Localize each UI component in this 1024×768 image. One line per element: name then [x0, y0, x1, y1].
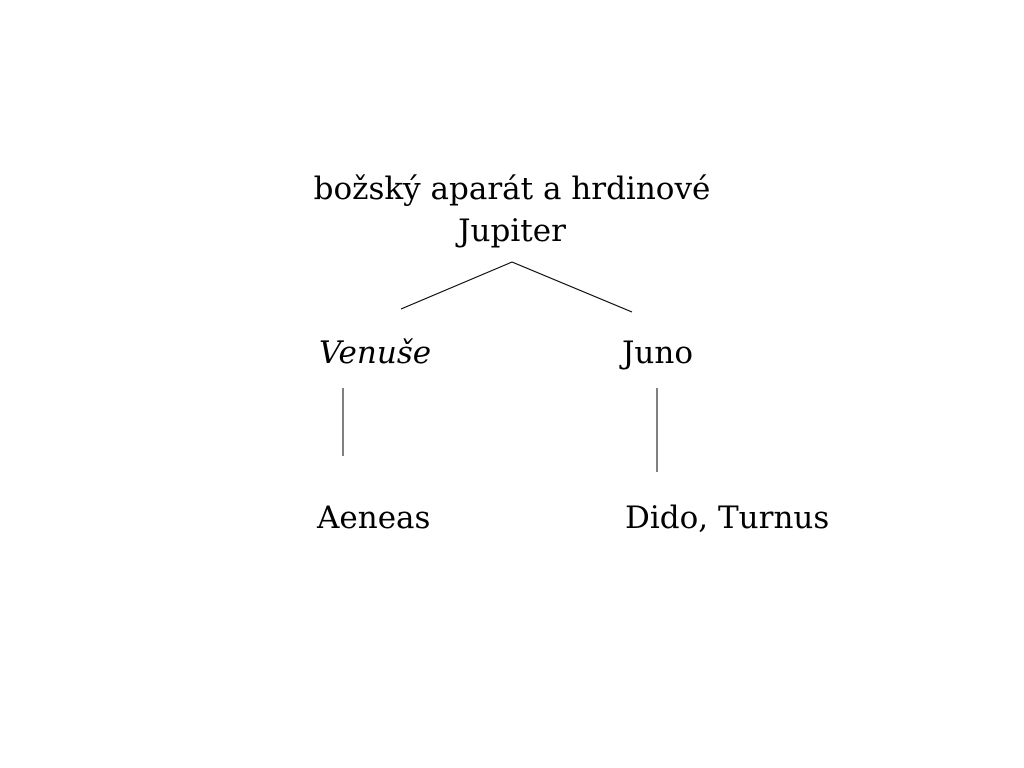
node-venuse: Venuše: [319, 335, 432, 371]
node-jupiter: Jupiter: [458, 213, 566, 249]
node-dido-turnus: Dido, Turnus: [625, 500, 830, 536]
node-juno: Juno: [622, 335, 694, 371]
connector-jupiter-juno: [511, 261, 633, 313]
node-aeneas: Aeneas: [317, 500, 431, 536]
connector-jupiter-venuse: [400, 261, 513, 310]
diagram-title: božský aparát a hrdinové: [313, 171, 711, 207]
